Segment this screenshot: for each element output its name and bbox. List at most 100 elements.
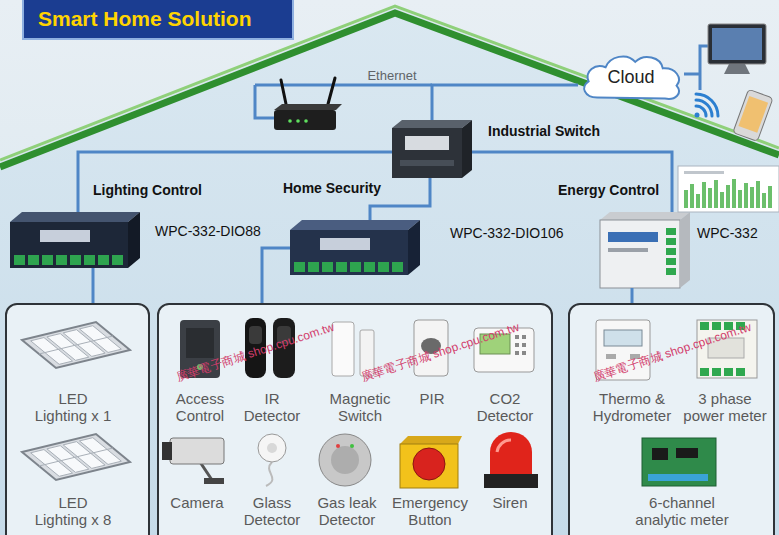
energy-chart-picture bbox=[720, 192, 724, 208]
controller-device: Lighting ControlWPC-332-DIO88 bbox=[10, 212, 140, 268]
panel-ground bbox=[5, 303, 775, 535]
device-caption: Camera bbox=[162, 494, 232, 511]
power-meter-picture bbox=[700, 322, 709, 330]
controller-device-icon bbox=[70, 255, 81, 265]
label-anchor: 廣華電子商城 shop.cpu.com.tw bbox=[174, 320, 336, 384]
network-connector bbox=[92, 268, 95, 303]
ethernet-bus-wire bbox=[684, 46, 708, 90]
device-caption: Emergency Button bbox=[389, 494, 471, 528]
text-anchor: Industrial Switch bbox=[488, 123, 600, 139]
emergency-button-picture bbox=[400, 436, 462, 488]
panel-ground bbox=[5, 303, 150, 535]
computer-icon bbox=[724, 64, 750, 74]
energy-controller-icon bbox=[600, 212, 690, 220]
energy-chart-picture bbox=[696, 194, 700, 208]
led-panel-picture bbox=[22, 434, 130, 480]
device-heading: Home Security bbox=[283, 180, 381, 196]
siren-picture bbox=[484, 432, 538, 488]
wifi-icon bbox=[696, 94, 718, 116]
co2-detector-picture bbox=[522, 343, 526, 347]
panel-ground bbox=[157, 303, 553, 535]
controller-device: Industrial Switch bbox=[392, 120, 472, 178]
analytic-meter-picture bbox=[642, 438, 716, 486]
access-control-picture bbox=[186, 328, 214, 358]
energy-controller-icon bbox=[600, 220, 680, 288]
router-icon bbox=[274, 104, 342, 110]
analytic-meter-picture bbox=[652, 448, 668, 460]
switch-device-icon bbox=[405, 136, 449, 150]
network-connector bbox=[631, 288, 634, 303]
led-panel-picture bbox=[22, 322, 130, 368]
device-caption: 3 phase power meter bbox=[680, 390, 770, 424]
power-meter-picture bbox=[712, 368, 721, 376]
wifi-icon bbox=[695, 113, 700, 118]
device-item: Emergency Button bbox=[389, 430, 471, 528]
device-group-panel: Thermo & Hydrometer3 phase power meter6-… bbox=[568, 303, 775, 535]
controller-device-icon bbox=[56, 255, 67, 265]
energy-chart-picture bbox=[708, 188, 712, 208]
controller-device: Energy ControlWPC-332 bbox=[600, 212, 690, 288]
controller-device-icon bbox=[128, 212, 140, 268]
text-anchor: WPC-332 bbox=[697, 225, 758, 241]
co2-detector-picture bbox=[515, 351, 519, 355]
analytic-meter-picture bbox=[642, 438, 716, 486]
cloud-label: Cloud bbox=[607, 67, 654, 88]
device-item: LED Lighting x 8 bbox=[32, 430, 114, 528]
energy-chart-picture bbox=[690, 184, 694, 208]
watermark-text: 廣華電子商城 shop.cpu.com.tw bbox=[359, 320, 521, 384]
router-icon bbox=[296, 119, 300, 123]
camera-picture bbox=[204, 478, 224, 484]
energy-chart-picture bbox=[750, 187, 754, 208]
energy-controller-icon bbox=[666, 268, 676, 275]
device-caption: Glass Detector bbox=[236, 494, 308, 528]
text-anchor: WPC-332-DIO88 bbox=[155, 223, 261, 239]
energy-controller-icon bbox=[608, 248, 648, 252]
controller-device-icon bbox=[392, 262, 403, 272]
energy-chart-picture bbox=[702, 182, 706, 208]
device-heading: Industrial Switch bbox=[488, 123, 600, 139]
gas-leak-detector-picture bbox=[336, 444, 340, 448]
siren-picture bbox=[497, 440, 511, 452]
energy-chart-picture bbox=[744, 183, 748, 208]
controller-device-icon bbox=[10, 222, 128, 268]
device-item: Glass Detector bbox=[236, 430, 308, 528]
controller-device-icon bbox=[290, 230, 408, 275]
energy-chart-picture bbox=[768, 186, 772, 208]
wifi-icon bbox=[695, 94, 719, 118]
label-anchor: Ethernet bbox=[367, 68, 416, 83]
ir-detector-picture bbox=[249, 326, 262, 344]
controller-device-icon bbox=[10, 212, 140, 268]
energy-chart-picture bbox=[684, 171, 724, 174]
controller-device-icon bbox=[28, 255, 39, 265]
controller-device-icon bbox=[336, 262, 347, 272]
siren-picture bbox=[490, 432, 532, 476]
thermo-hydrometer-picture bbox=[604, 330, 642, 346]
energy-controller-icon bbox=[608, 232, 658, 242]
panel-ground bbox=[568, 303, 775, 535]
controller-device-icon bbox=[14, 255, 25, 265]
device-caption: Thermo & Hydrometer bbox=[587, 390, 677, 424]
analytic-meter-picture bbox=[676, 448, 698, 458]
siren-picture bbox=[484, 474, 538, 488]
label-anchor: 廣華電子商城 shop.cpu.com.tw bbox=[359, 320, 521, 384]
camera-picture bbox=[162, 438, 224, 484]
switch-device-icon bbox=[392, 128, 462, 178]
model-label: WPC-332-DIO88 bbox=[155, 223, 261, 239]
device-heading: Energy Control bbox=[558, 182, 659, 198]
energy-controller-icon bbox=[600, 212, 690, 288]
energy-chart-picture bbox=[762, 193, 766, 208]
controller-device-icon bbox=[364, 262, 375, 272]
emergency-button-picture bbox=[400, 436, 462, 444]
controller-device-icon bbox=[10, 212, 140, 222]
energy-chart-picture bbox=[678, 166, 779, 212]
energy-chart-picture bbox=[726, 185, 730, 208]
emergency-button-picture bbox=[413, 448, 445, 480]
cloud-node: Cloud bbox=[578, 50, 684, 104]
device-caption: LED Lighting x 1 bbox=[32, 390, 114, 424]
camera-picture bbox=[200, 462, 212, 480]
model-label: WPC-332-DIO106 bbox=[450, 225, 564, 241]
switch-device-icon bbox=[392, 120, 472, 178]
gas-leak-detector-picture bbox=[331, 446, 359, 474]
controller-device-icon bbox=[42, 255, 53, 265]
phone-icon bbox=[733, 89, 773, 141]
